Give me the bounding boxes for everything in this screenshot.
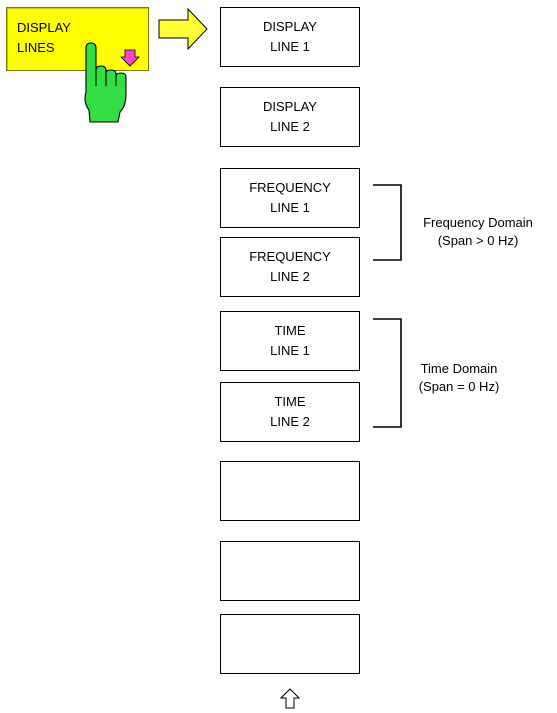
frequency-domain-bracket (373, 184, 402, 261)
pointing-hand-icon (84, 42, 127, 123)
frequency-domain-annotation: Frequency Domain (Span > 0 Hz) (423, 215, 533, 248)
display-lines-label: DISPLAY LINES (17, 20, 71, 55)
time-domain-bracket (373, 318, 402, 428)
time-line-2-softkey[interactable]: TIME LINE 2 (220, 382, 360, 442)
submenu-down-arrow-icon (120, 49, 140, 67)
up-arrow-icon[interactable] (280, 688, 300, 710)
time-domain-annotation: Time Domain (Span = 0 Hz) (418, 361, 500, 394)
display-line-2-softkey[interactable]: DISPLAY LINE 2 (220, 87, 360, 147)
empty-softkey[interactable] (220, 541, 360, 601)
display-lines-softkey[interactable]: DISPLAY LINES (6, 7, 149, 71)
display-line-1-softkey[interactable]: DISPLAY LINE 1 (220, 7, 360, 67)
right-arrow-icon (158, 8, 208, 50)
empty-softkey[interactable] (220, 461, 360, 521)
empty-softkey[interactable] (220, 614, 360, 674)
frequency-line-1-softkey[interactable]: FREQUENCY LINE 1 (220, 168, 360, 228)
time-line-1-softkey[interactable]: TIME LINE 1 (220, 311, 360, 371)
frequency-line-2-softkey[interactable]: FREQUENCY LINE 2 (220, 237, 360, 297)
